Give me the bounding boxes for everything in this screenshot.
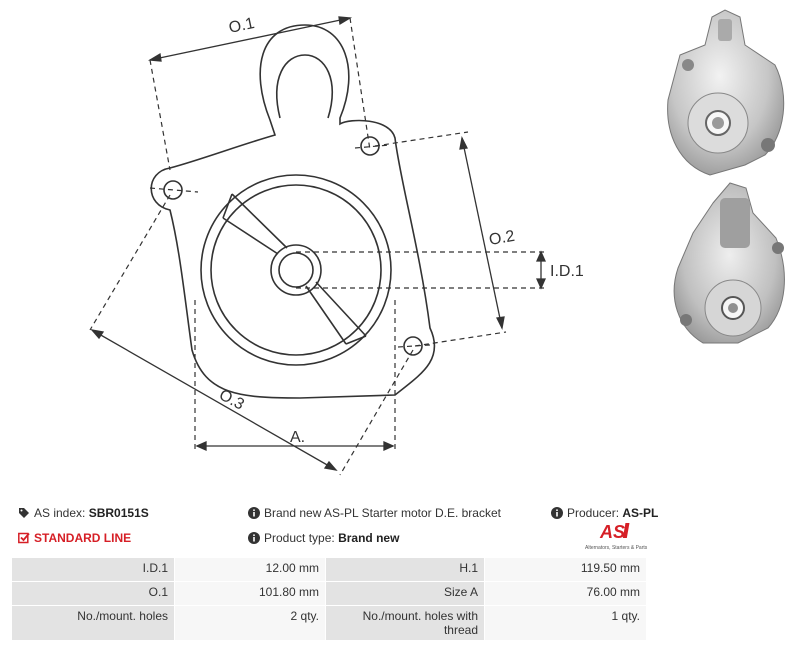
standard-line-label: STANDARD LINE xyxy=(34,531,132,545)
sector-cutout xyxy=(222,193,288,255)
spec-label: I.D.1 xyxy=(11,557,175,582)
producer-label: Producer: xyxy=(567,506,620,520)
label-id1: I.D.1 xyxy=(550,263,584,280)
info-icon xyxy=(551,507,563,519)
description-text: Brand new AS-PL Starter motor D.E. brack… xyxy=(264,506,501,520)
spec-value: 101.80 mm xyxy=(174,581,326,606)
inner-bore xyxy=(210,184,382,356)
label-o1: O.1 xyxy=(227,15,256,37)
product-photo-bottom xyxy=(673,182,785,344)
as-index-value: SBR0151S xyxy=(88,506,149,520)
mount-hole-bottom xyxy=(403,336,423,356)
spec-value: 12.00 mm xyxy=(174,557,326,582)
product-type-value: Brand new xyxy=(338,531,400,545)
as-index: AS index: SBR0151S xyxy=(18,506,149,520)
description: Brand new AS-PL Starter motor D.E. brack… xyxy=(248,506,501,520)
outer-bore xyxy=(200,174,392,366)
producer: Producer: AS-PL xyxy=(551,506,658,520)
producer-value: AS-PL xyxy=(622,506,659,520)
product-type-label: Product type: xyxy=(264,531,335,545)
as-pl-logo: AS Alternators, Starters & Parts xyxy=(585,522,648,551)
spec-label: Size A xyxy=(325,581,485,606)
lug-inner xyxy=(276,54,333,119)
hub-outer xyxy=(270,244,322,296)
spec-label: No./mount. holes with thread xyxy=(325,605,485,641)
logo-tagline: Alternators, Starters & Parts xyxy=(585,545,648,551)
info-icon xyxy=(248,507,260,519)
mount-hole-left xyxy=(163,180,183,200)
table-row: No./mount. holes 2 qty. No./mount. holes… xyxy=(11,605,647,641)
spec-label: H.1 xyxy=(325,557,485,582)
spec-value: 76.00 mm xyxy=(484,581,647,606)
spec-label: No./mount. holes xyxy=(11,605,175,641)
bracket-outline xyxy=(150,24,436,399)
sector-cutout-2 xyxy=(305,281,367,345)
spec-value: 119.50 mm xyxy=(484,557,647,582)
spec-table: I.D.1 12.00 mm H.1 119.50 mm O.1 101.80 … xyxy=(11,557,647,641)
standard-line: STANDARD LINE xyxy=(18,531,131,545)
hub-inner xyxy=(278,252,314,288)
product-photo-top xyxy=(667,9,785,176)
checkbox-icon xyxy=(18,532,30,544)
tag-icon xyxy=(18,507,30,519)
label-a: A. xyxy=(290,429,305,446)
logo-text: AS xyxy=(599,522,625,542)
label-o3: O.3 xyxy=(216,387,247,414)
spec-value: 2 qty. xyxy=(174,605,326,641)
spec-label: O.1 xyxy=(11,581,175,606)
table-row: I.D.1 12.00 mm H.1 119.50 mm xyxy=(11,557,647,582)
label-o2: O.2 xyxy=(488,228,516,249)
product-type: Product type: Brand new xyxy=(248,531,399,545)
as-index-label: AS index: xyxy=(34,506,86,520)
spec-value: 1 qty. xyxy=(484,605,647,641)
table-row: O.1 101.80 mm Size A 76.00 mm xyxy=(11,581,647,606)
info-icon xyxy=(248,532,260,544)
technical-drawing: O.1 O.2 I.D.1 O.3 A. xyxy=(89,15,584,476)
